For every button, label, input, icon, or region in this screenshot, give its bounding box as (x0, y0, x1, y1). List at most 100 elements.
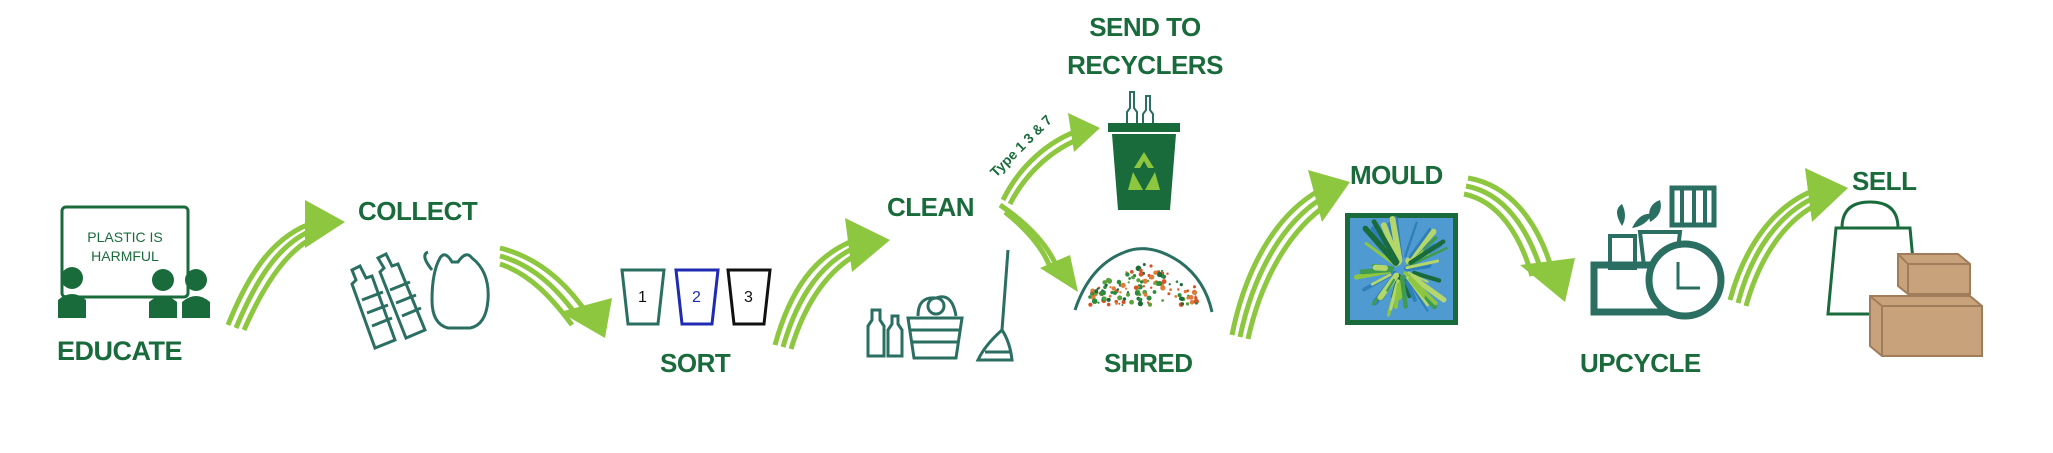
shred-speck (1143, 279, 1148, 284)
shred-speck (1161, 270, 1163, 272)
step-shred: SHRED (1104, 348, 1193, 379)
shred-speck (1139, 272, 1144, 277)
shred-speck (1178, 293, 1182, 297)
shred-speck (1174, 295, 1177, 298)
shred-speck (1189, 295, 1194, 300)
shred-speck (1131, 276, 1134, 279)
shred-speck (1119, 291, 1121, 293)
shred-speck (1125, 288, 1127, 290)
shred-speck (1136, 278, 1140, 282)
shred-speck (1162, 279, 1167, 284)
shred-speck (1143, 263, 1146, 266)
shred-speck (1126, 293, 1130, 297)
shred-speck (1135, 291, 1140, 296)
recycle-bin-icon (1108, 92, 1180, 210)
shred-speck (1167, 292, 1170, 295)
shred-speck (1105, 284, 1108, 287)
moulded-tile-icon (1345, 213, 1458, 325)
shred-speck (1125, 272, 1129, 276)
board-line-1: PLASTIC IS (65, 228, 185, 247)
shred-speck (1138, 286, 1140, 288)
send-line-1: SEND TO (1050, 8, 1240, 46)
arrow-collect-sort (500, 248, 612, 338)
shred-speck (1190, 300, 1195, 305)
step-mould: MOULD (1350, 160, 1443, 191)
step-sort: SORT (660, 348, 730, 379)
send-line-2: RECYCLERS (1050, 46, 1240, 84)
bin-label-3: 3 (744, 289, 753, 307)
shred-speck (1128, 277, 1131, 280)
shred-speck (1144, 293, 1148, 297)
shred-speck (1128, 281, 1130, 283)
shred-speck (1097, 302, 1099, 304)
step-clean: CLEAN (887, 192, 974, 223)
shred-speck (1177, 288, 1179, 290)
step-educate: EDUCATE (57, 336, 182, 367)
shred-speck (1157, 281, 1162, 286)
shred-speck (1153, 290, 1157, 294)
shred-speck (1143, 285, 1145, 287)
step-collect: COLLECT (358, 196, 477, 227)
upcycled-items-icon (1594, 188, 1721, 316)
shred-speck (1157, 272, 1162, 277)
shred-speck (1118, 303, 1120, 305)
step-upcycle: UPCYCLE (1580, 348, 1701, 379)
shred-speck (1147, 296, 1152, 301)
bottles-bag-icon (352, 252, 488, 348)
shred-speck (1117, 295, 1122, 300)
bin-label-2: 2 (692, 289, 701, 307)
mould-swirl-stroke (1376, 268, 1386, 269)
shred-speck (1140, 280, 1143, 283)
shred-speck (1090, 292, 1092, 294)
shred-speck (1121, 283, 1126, 288)
shred-speck (1115, 302, 1118, 305)
board-text: PLASTIC IS HARMFUL (65, 228, 185, 266)
shred-speck (1176, 280, 1179, 283)
shred-speck (1107, 303, 1111, 307)
shred-speck (1123, 297, 1127, 301)
shred-speck (1121, 304, 1123, 306)
shred-speck (1092, 298, 1098, 304)
shred-speck (1192, 290, 1197, 295)
shred-speck (1195, 302, 1198, 305)
shred-speck (1103, 297, 1107, 301)
shred-speck (1130, 270, 1134, 274)
shred-speck (1117, 288, 1119, 290)
shred-speck (1138, 298, 1142, 302)
shred-speck (1129, 300, 1134, 305)
shred-speck (1149, 264, 1152, 267)
shred-speck (1186, 296, 1189, 299)
shred-speck (1166, 273, 1168, 275)
arrow-educate-collect (228, 200, 345, 330)
arrow-sort-clean (775, 218, 890, 349)
shred-speck (1109, 295, 1112, 298)
shred-speck (1180, 283, 1183, 286)
arrow-clean-shred (1000, 205, 1078, 292)
shred-speck (1181, 302, 1184, 305)
step-send-to-recyclers: SEND TO RECYCLERS (1050, 8, 1240, 84)
shred-speck (1109, 286, 1111, 288)
bin-label-1: 1 (638, 289, 647, 307)
board-line-2: HARMFUL (65, 247, 185, 266)
shredded-pile-icon (1075, 249, 1212, 312)
shred-speck (1169, 288, 1172, 291)
shred-speck (1180, 297, 1184, 301)
arrow-shred-mould (1232, 170, 1350, 339)
shred-speck (1184, 290, 1187, 293)
shred-speck (1169, 283, 1171, 285)
shred-speck (1134, 286, 1138, 290)
shred-speck (1161, 299, 1164, 302)
shred-speck (1153, 282, 1155, 284)
shred-speck (1113, 291, 1117, 295)
shred-speck (1138, 301, 1143, 306)
shred-speck (1139, 269, 1143, 273)
shred-speck (1193, 285, 1196, 288)
shred-speck (1107, 298, 1111, 302)
shred-speck (1150, 287, 1152, 289)
shred-speck (1147, 301, 1149, 303)
shred-speck (1149, 275, 1154, 280)
arrow-mould-upcycle (1464, 178, 1575, 302)
step-sell: SELL (1852, 166, 1916, 197)
